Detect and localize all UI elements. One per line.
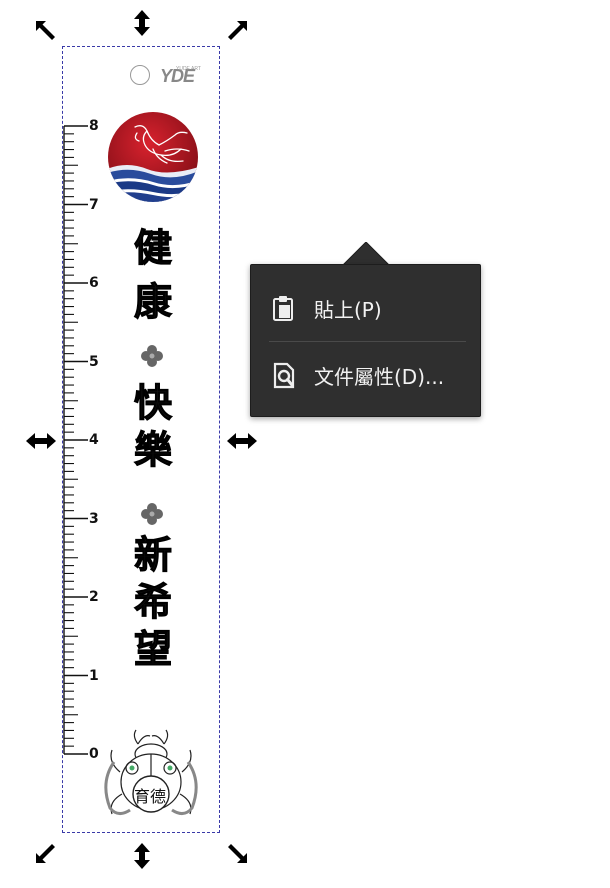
clover-ornament-icon [141, 345, 163, 367]
brand-logo: YDE [160, 66, 195, 86]
menu-item-paste[interactable]: 貼上(P) [251, 284, 480, 332]
ruler-tick-label: 6 [89, 275, 99, 291]
resize-handle-bottom-right[interactable] [222, 838, 250, 866]
context-menu-pointer [343, 242, 389, 266]
menu-item-paste-label: 貼上(P) [314, 297, 382, 322]
slogan-char: 樂 [133, 428, 172, 472]
phoenix-emblem [108, 112, 198, 202]
diagonal-resize-arrow-icon [228, 844, 247, 863]
clover-ornament-icon [141, 503, 163, 525]
vertical-resize-arrow-icon [134, 10, 150, 36]
ruler-tick-label: 3 [89, 510, 99, 527]
menu-item-document-properties-label: 文件屬性(D)... [314, 364, 445, 389]
diagonal-resize-arrow-icon [36, 844, 55, 863]
selected-object-bounding-box[interactable] [62, 46, 220, 833]
ruler [63, 125, 88, 755]
resize-handle-top[interactable] [128, 9, 156, 37]
menu-separator [269, 341, 466, 342]
vertical-resize-arrow-icon [134, 843, 150, 869]
ruler-tick-label: 5 [89, 353, 99, 370]
ruler-tick-label: 7 [89, 196, 99, 213]
context-menu: 貼上(P) 文件屬性(D)... [250, 264, 481, 417]
ruler-tick-label: 0 [89, 746, 99, 762]
beetle-mascot [104, 729, 198, 815]
resize-handle-top-right[interactable] [222, 18, 250, 46]
paste-icon [273, 296, 293, 321]
ruler-tick-label: 4 [89, 432, 99, 448]
slogan-char: 新 [133, 533, 172, 577]
resize-handle-left[interactable] [25, 427, 57, 455]
resize-handle-top-left[interactable] [33, 18, 61, 46]
ruler-tick-label: 1 [89, 667, 99, 684]
hang-hole [130, 65, 150, 85]
horizontal-resize-arrow-icon [26, 433, 56, 449]
ruler-tick-label: 2 [89, 589, 99, 605]
slogan-char: 康 [133, 280, 172, 324]
resize-handle-right[interactable] [226, 427, 258, 455]
resize-handle-bottom[interactable] [128, 842, 156, 870]
mascot-text: 育德 [133, 787, 166, 806]
brand-tag: YUDE ART [176, 66, 201, 72]
resize-handle-bottom-left[interactable] [33, 838, 61, 866]
slogan-char: 健 [133, 226, 172, 270]
ruler-tick-label: 8 [89, 118, 99, 134]
diagonal-resize-arrow-icon [36, 21, 55, 40]
menu-item-document-properties[interactable]: 文件屬性(D)... [251, 351, 480, 399]
diagonal-resize-arrow-icon [228, 21, 247, 40]
document-properties-icon [273, 362, 295, 389]
slogan-char: 快 [133, 381, 172, 425]
horizontal-resize-arrow-icon [227, 433, 257, 449]
slogan-char: 希 [133, 580, 172, 624]
slogan-char: 望 [133, 627, 172, 671]
